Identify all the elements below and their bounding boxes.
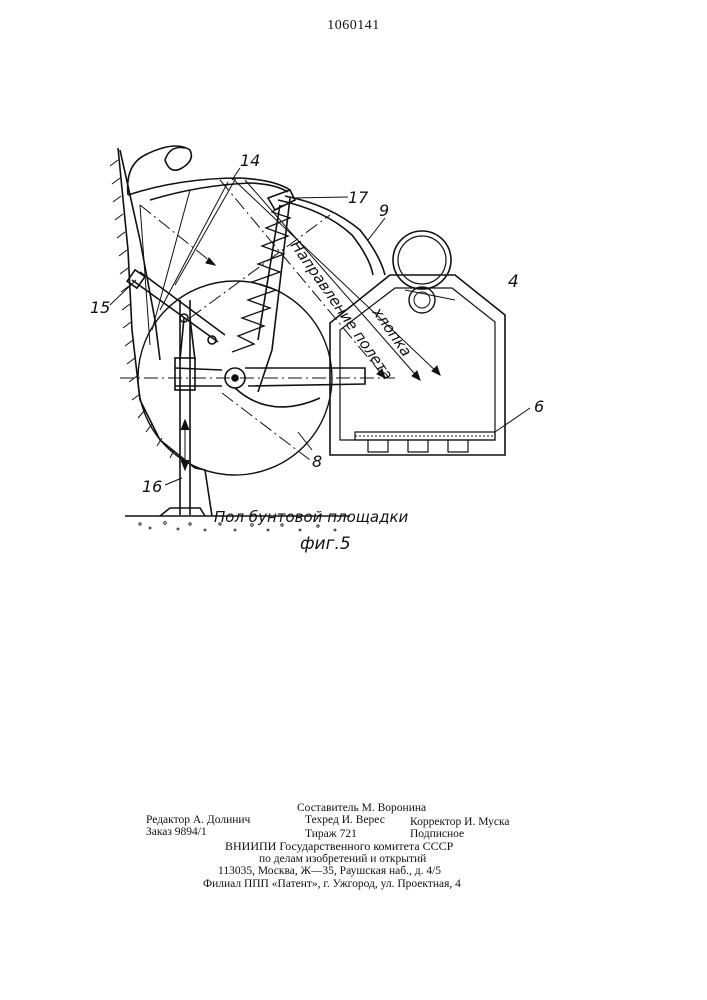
- label-17: 17: [348, 188, 369, 207]
- imprint-org-line4: Филиал ППП «Патент», г. Ужгород, ул. Про…: [203, 878, 461, 891]
- imprint-techred: Техред И. Верес: [305, 814, 385, 827]
- figure-caption: фиг.5: [300, 534, 351, 554]
- floor-caption: Пол бунтовой площадки: [214, 508, 409, 526]
- label-4: 4: [508, 272, 519, 292]
- hopper: [330, 275, 505, 455]
- imprint-order: Заказ 9894/1: [146, 826, 207, 839]
- label-6: 6: [534, 397, 544, 416]
- label-15: 15: [90, 298, 110, 317]
- label-14: 14: [240, 151, 260, 170]
- label-16: 16: [142, 477, 162, 496]
- imprint-org-line3: 113035, Москва, Ж—35, Раушская наб., д. …: [218, 865, 441, 878]
- hood: [128, 146, 192, 195]
- imprint-org-line1: ВНИИПИ Государственного комитета СССР: [225, 840, 453, 853]
- label-9: 9: [379, 201, 389, 220]
- label-8: 8: [312, 452, 322, 471]
